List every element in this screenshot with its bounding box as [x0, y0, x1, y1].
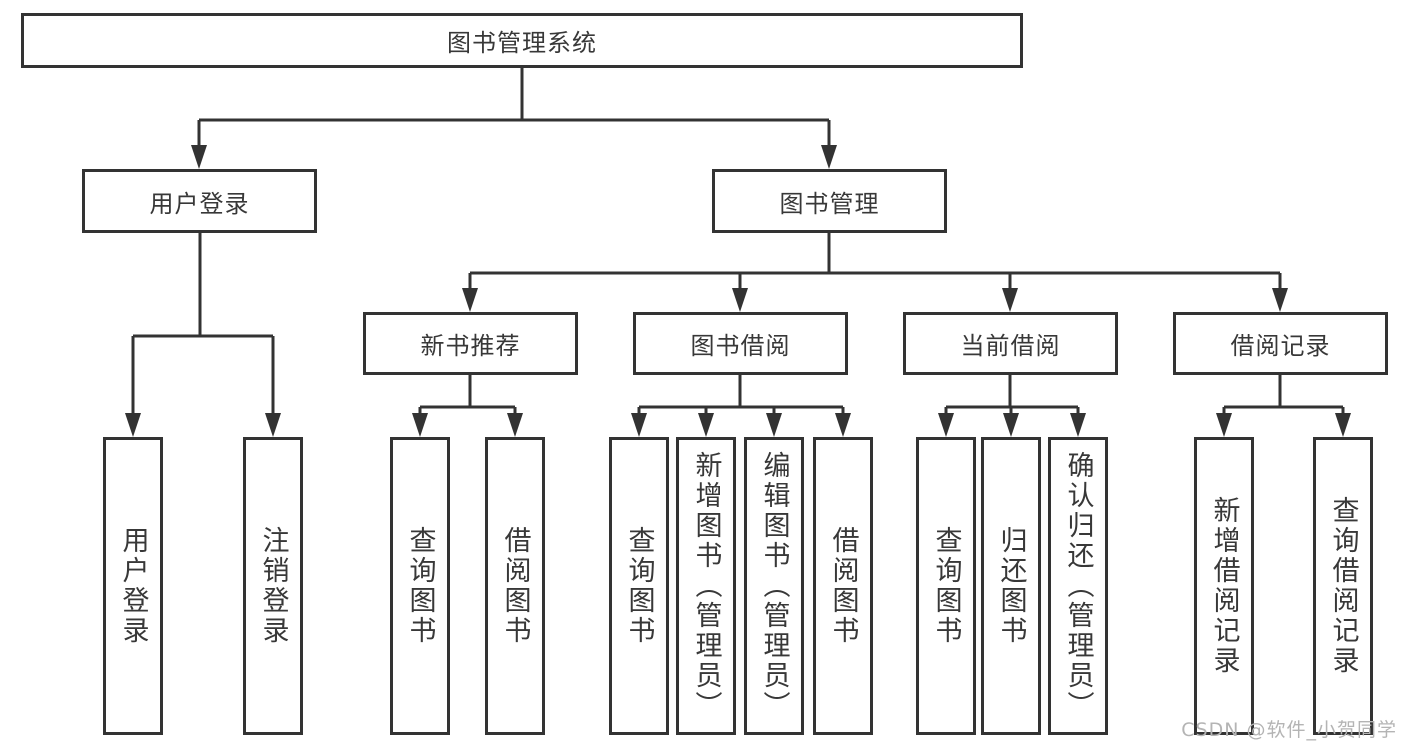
leaf-return-book: 归还图书 — [981, 437, 1041, 735]
node-book-borrow: 图书借阅 — [633, 312, 848, 375]
node-user-login: 用户登录 — [82, 169, 317, 233]
arrowhead-icon — [1002, 288, 1018, 312]
arrowhead-icon — [938, 413, 954, 437]
leaf-add-borrow-record: 新增借阅记录 — [1194, 437, 1254, 735]
arrowhead-icon — [507, 413, 523, 437]
leaf-query-book-borrow: 查询图书 — [609, 437, 669, 735]
arrowhead-icon — [1335, 413, 1351, 437]
arrowhead-icon — [462, 288, 478, 312]
leaf-add-book-admin: 新增图书（管理员） — [676, 437, 736, 735]
connector-path — [637, 375, 845, 414]
arrowhead-icon — [412, 413, 428, 437]
arrowhead-icon — [1070, 413, 1086, 437]
arrowhead-icon — [698, 413, 714, 437]
connector-path — [197, 68, 831, 146]
node-new-book-recommend: 新书推荐 — [363, 312, 578, 375]
arrowhead-icon — [766, 413, 782, 437]
connector-path — [418, 375, 517, 414]
arrowhead-icon — [265, 413, 281, 437]
leaf-user-login: 用户登录 — [103, 437, 163, 735]
leaf-query-borrow-record: 查询借阅记录 — [1313, 437, 1373, 735]
arrowhead-icon — [821, 145, 837, 169]
connector-path — [131, 233, 275, 414]
arrowhead-icon — [732, 288, 748, 312]
leaf-borrow-book: 借阅图书 — [813, 437, 873, 735]
connector-path — [468, 233, 1282, 289]
leaf-query-book-current: 查询图书 — [916, 437, 976, 735]
node-current-borrow: 当前借阅 — [903, 312, 1118, 375]
node-library-management-system: 图书管理系统 — [21, 13, 1023, 68]
node-borrow-record: 借阅记录 — [1173, 312, 1388, 375]
leaf-borrow-book-recommend: 借阅图书 — [485, 437, 545, 735]
node-book-management: 图书管理 — [712, 169, 947, 233]
csdn-watermark: CSDN @软件_小贺同学 — [1181, 719, 1397, 741]
arrowhead-icon — [835, 413, 851, 437]
connector-path — [1222, 375, 1345, 414]
leaf-edit-book-admin: 编辑图书（管理员） — [744, 437, 804, 735]
arrowhead-icon — [1272, 288, 1288, 312]
leaf-confirm-return-admin: 确认归还（管理员） — [1048, 437, 1108, 735]
arrowhead-icon — [1216, 413, 1232, 437]
arrowhead-icon — [1003, 413, 1019, 437]
leaf-query-book-recommend: 查询图书 — [390, 437, 450, 735]
arrowhead-icon — [125, 413, 141, 437]
arrowhead-icon — [191, 145, 207, 169]
connector-path — [944, 375, 1080, 414]
arrowhead-icon — [631, 413, 647, 437]
leaf-logout: 注销登录 — [243, 437, 303, 735]
